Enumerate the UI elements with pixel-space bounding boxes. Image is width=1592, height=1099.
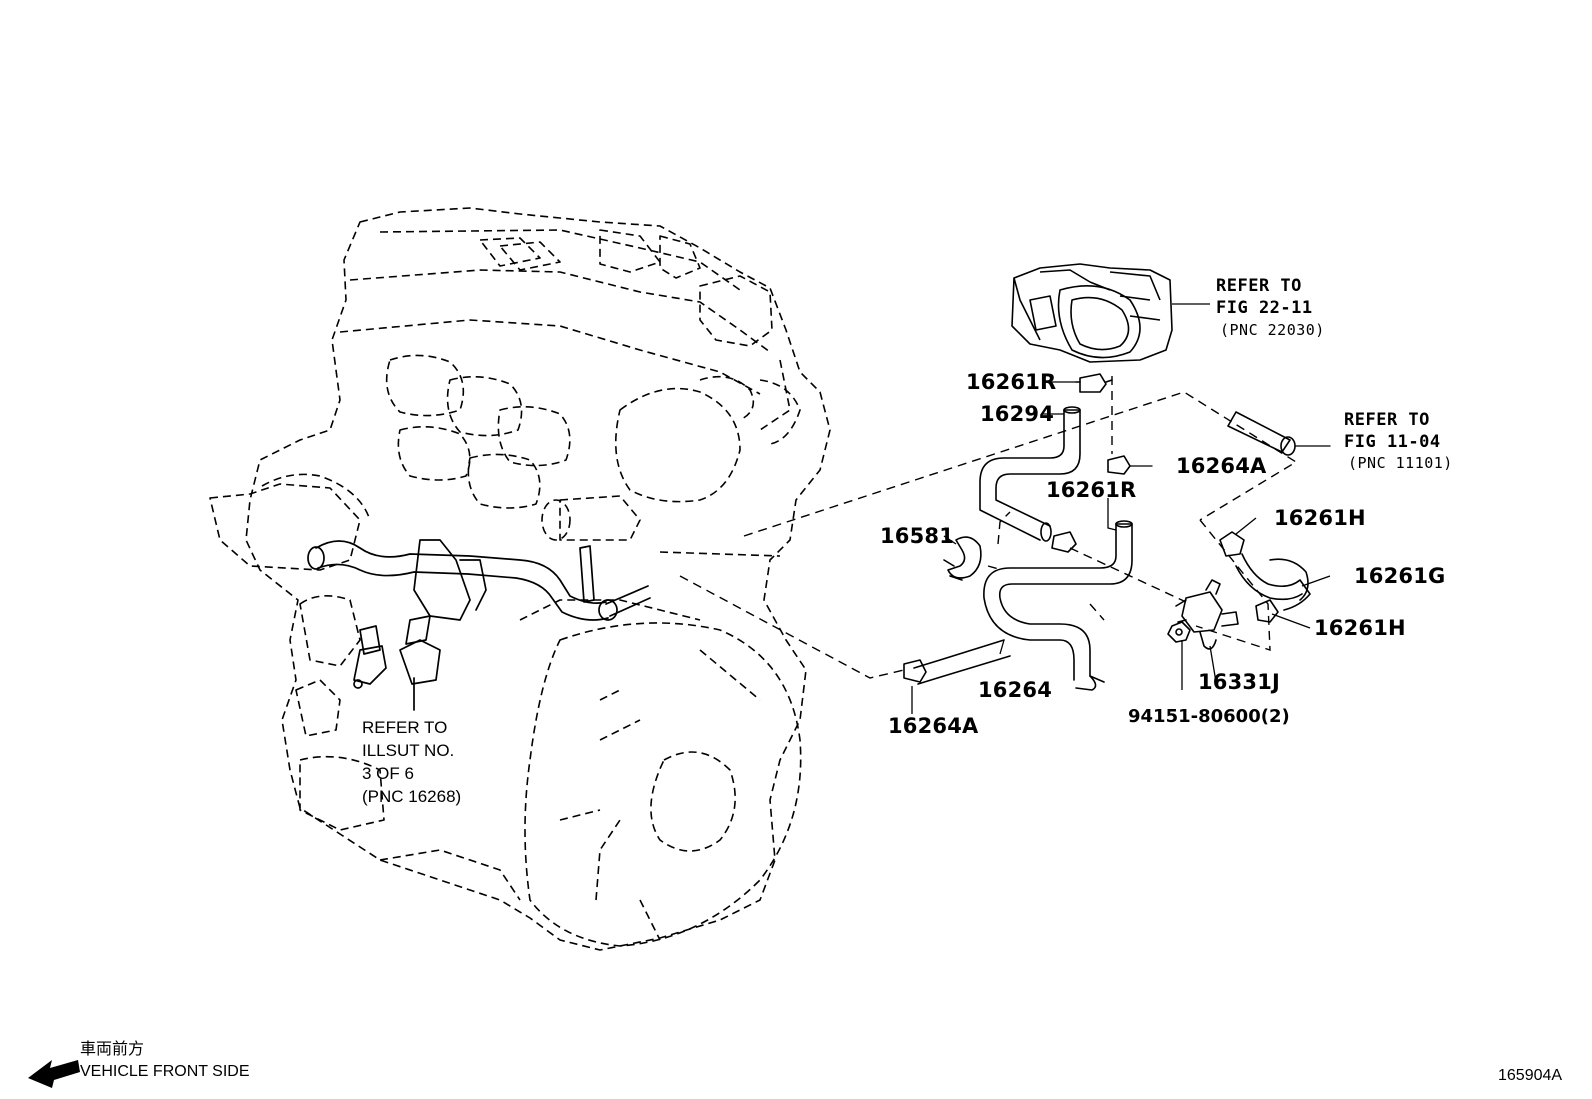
ref-illust-line4: (PNC 16268) — [362, 787, 462, 806]
part-label-16261H-top[interactable]: 16261H — [1274, 506, 1366, 530]
engine-phantom-outline — [209, 207, 831, 951]
ref-pipe-line1: REFER TO — [1344, 410, 1430, 430]
part-label-16331J[interactable]: 16331J — [1198, 670, 1281, 694]
part-label-16294[interactable]: 16294 — [980, 402, 1055, 426]
part-label-16264A-right[interactable]: 16264A — [1176, 454, 1267, 478]
figure-code: 165904A — [1498, 1067, 1563, 1084]
water-bypass-pipe — [307, 539, 651, 711]
vehicle-front-label-jp: 車両前方 — [80, 1041, 145, 1058]
part-label-16261R-top[interactable]: 16261R — [966, 370, 1057, 394]
vehicle-front-arrow-icon — [28, 1060, 80, 1088]
part-label-16261G[interactable]: 16261G — [1354, 564, 1446, 588]
part-label-94151-80600[interactable]: 94151-80600(2) — [1128, 706, 1290, 727]
ref-illust-line2: ILLSUT NO. — [362, 741, 455, 760]
throttle-body — [1011, 263, 1210, 363]
ref-illust-line3: 3 OF 6 — [362, 764, 414, 783]
ref-pipe-line3: (PNC 11101) — [1348, 454, 1453, 472]
ref-throttle-line2: FIG 22-11 — [1216, 298, 1313, 318]
ref-throttle-line3: (PNC 22030) — [1220, 321, 1325, 339]
part-label-16581[interactable]: 16581 — [880, 524, 955, 548]
part-label-16264[interactable]: 16264 — [978, 678, 1053, 702]
ref-pipe-line2: FIG 11-04 — [1344, 432, 1441, 452]
ref-illust-line1: REFER TO — [362, 718, 448, 737]
part-label-16261H-bottom[interactable]: 16261H — [1314, 616, 1406, 640]
ref-throttle-line1: REFER TO — [1216, 276, 1302, 296]
vehicle-front-label-en: VEHICLE FRONT SIDE — [80, 1063, 250, 1080]
part-label-16264A-bottom[interactable]: 16264A — [888, 714, 979, 738]
leader-lines — [911, 381, 1331, 714]
hoses-and-clamps — [903, 373, 1331, 691]
part-label-16261R-mid[interactable]: 16261R — [1046, 478, 1137, 502]
routing-lines — [679, 376, 1298, 679]
